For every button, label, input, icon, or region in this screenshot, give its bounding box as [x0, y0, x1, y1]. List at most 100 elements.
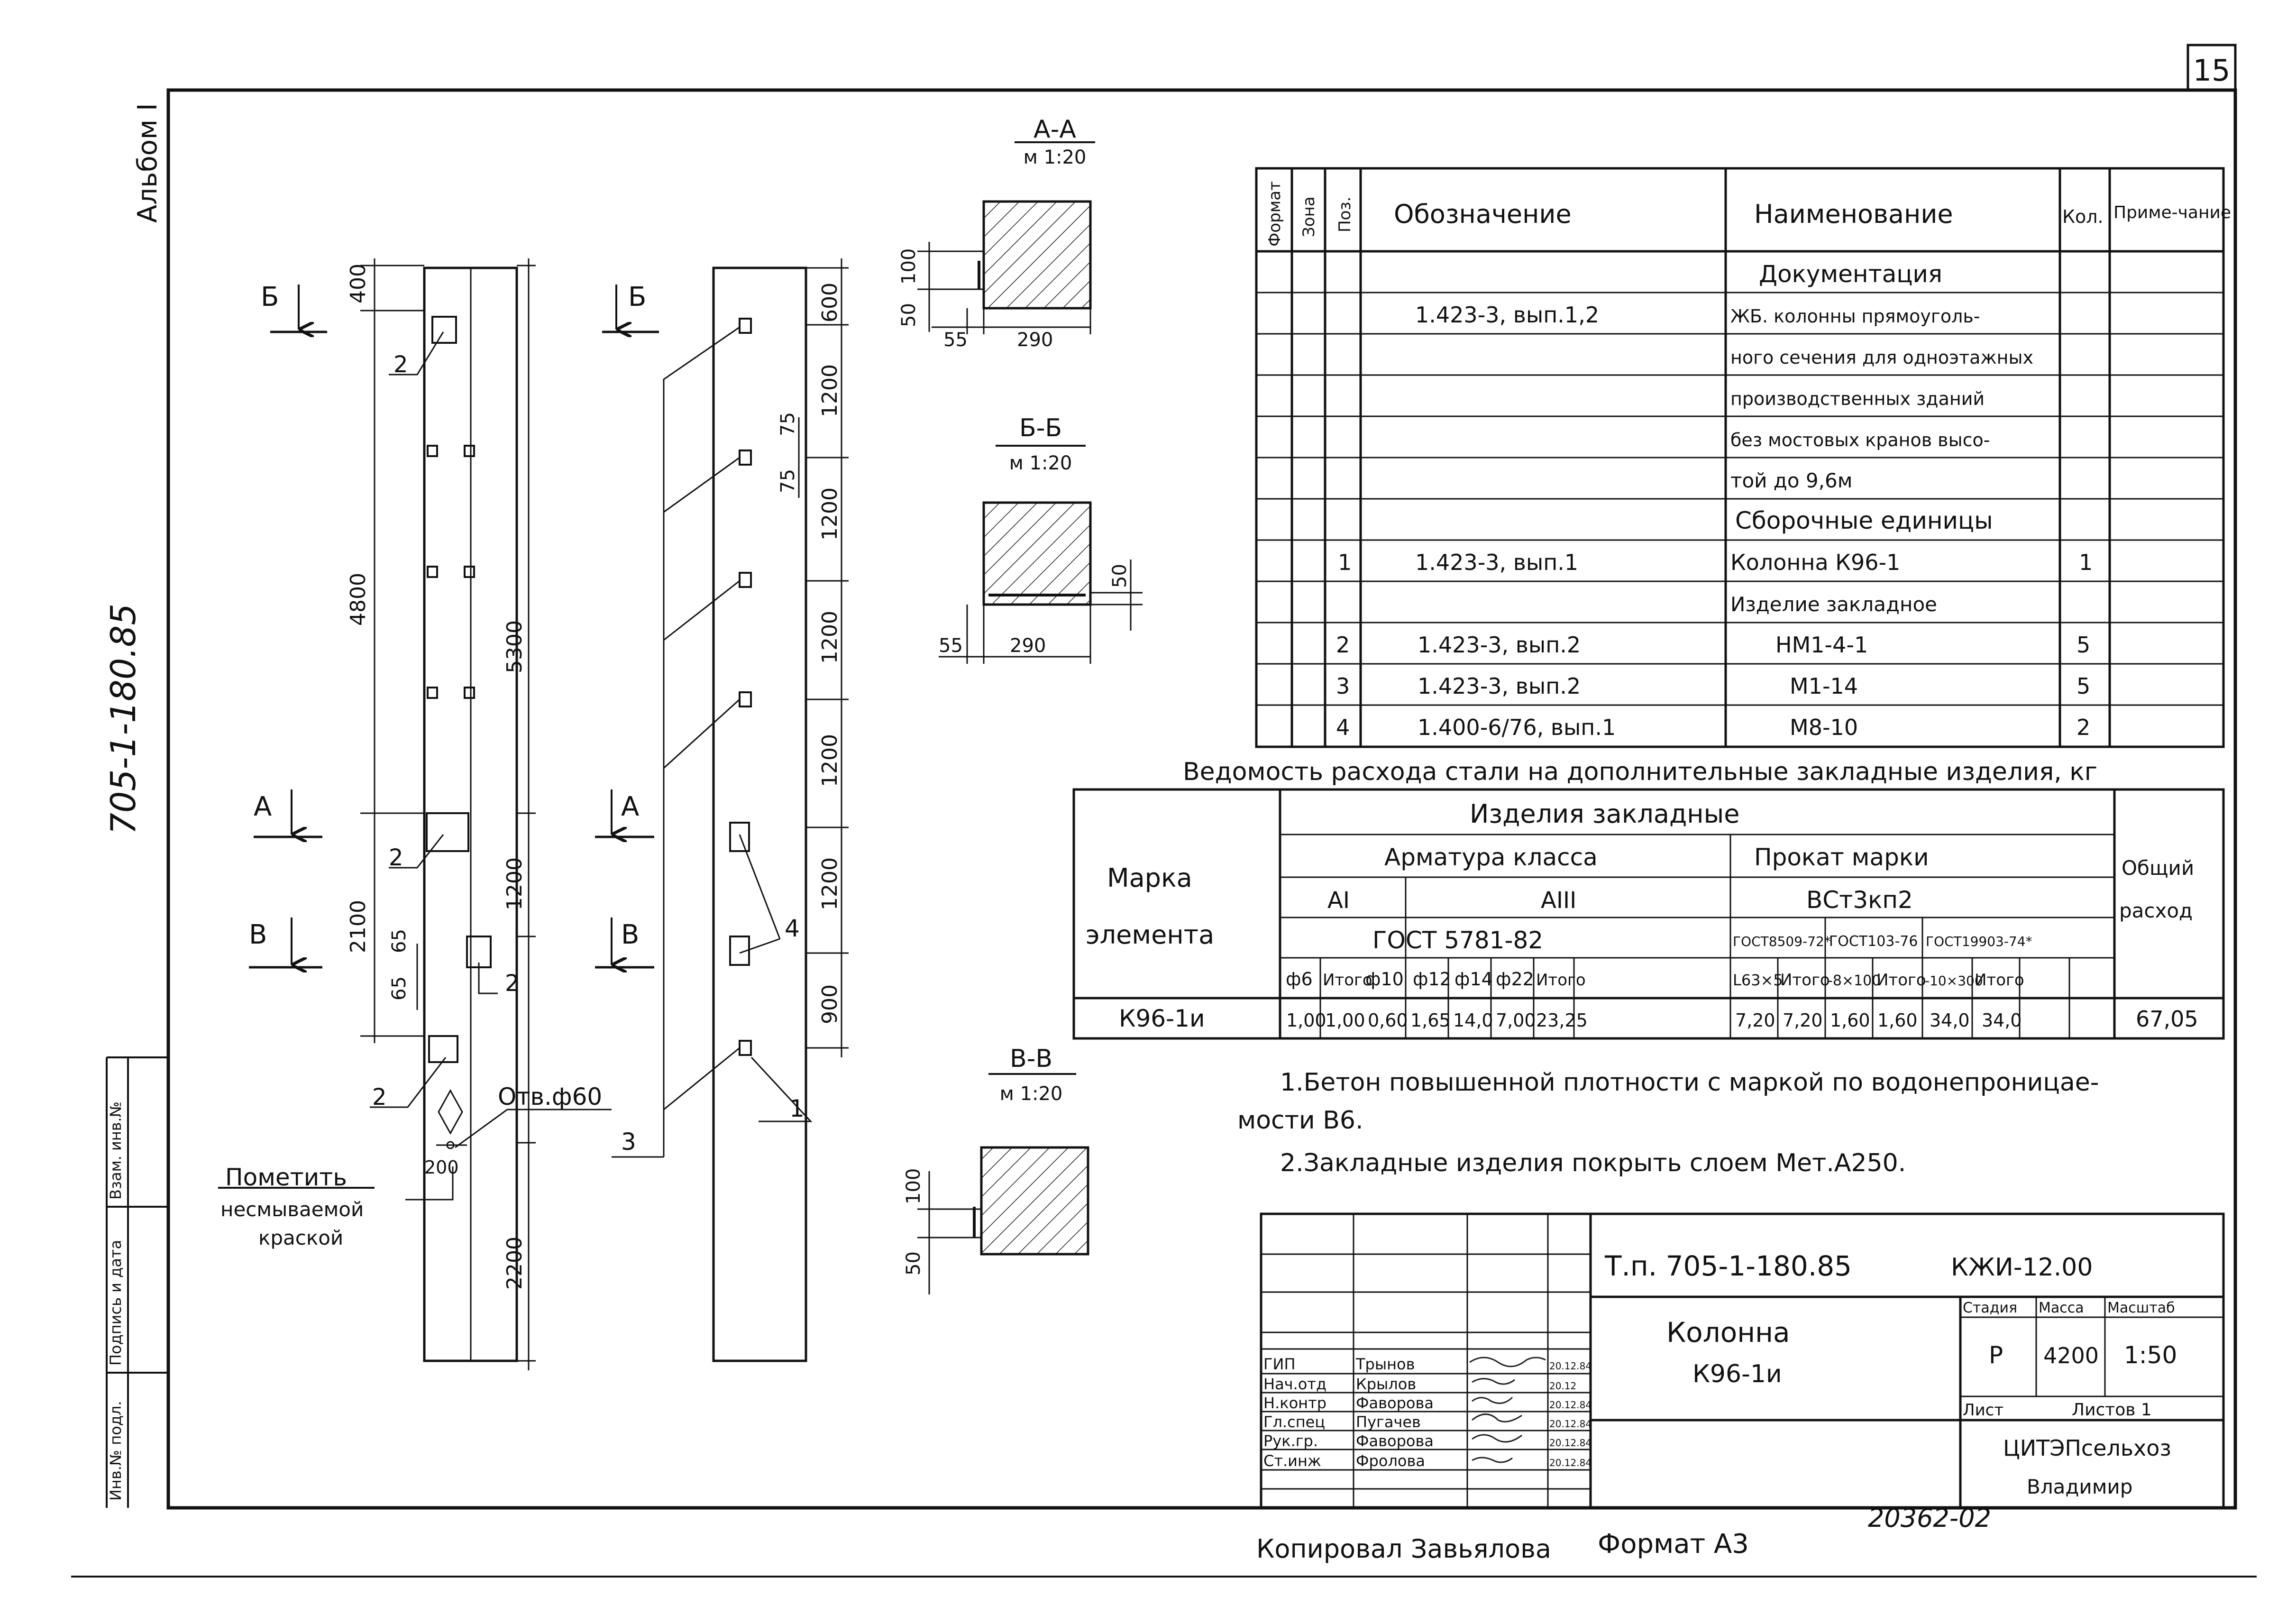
- steel-col-5: ф14: [1454, 969, 1493, 990]
- steel-col-7: Итого: [1536, 971, 1586, 990]
- section-mark-b-right: Б: [628, 282, 646, 312]
- tb-stage: Р: [1989, 1341, 2003, 1369]
- side-table-label-2: Подпись и дата: [107, 1240, 125, 1366]
- section-v-v: [917, 1073, 1089, 1294]
- steel-total-header-1: Общий: [2122, 856, 2194, 880]
- steel-col-9: Итого: [1780, 971, 1830, 990]
- tb-role-6: Ст.инж: [1263, 1452, 1321, 1470]
- section-a-dim-100: 100: [898, 248, 920, 284]
- section-mark-a-left: А: [254, 791, 272, 822]
- steel-gost-rolled-1: ГОСТ8509-72*: [1733, 934, 1831, 949]
- tb-date-3: 20.12.84: [1549, 1399, 1592, 1411]
- tb-sheet-label: Лист: [1963, 1401, 2003, 1420]
- sv-dim-1200-1: 1200: [818, 364, 842, 417]
- dim-65-b: 65: [388, 976, 410, 1000]
- column-side-view: [612, 258, 849, 1362]
- dim-2100: 2100: [346, 900, 370, 953]
- sv-dim-75-a: 75: [777, 412, 799, 436]
- spec-row-10-name: НМ1-4-1: [1775, 632, 1868, 658]
- steel-gost-rolled-2: ГОСТ103-76: [1829, 933, 1918, 950]
- tb-sheets-label: Листов 1: [2072, 1400, 2152, 1420]
- spec-row-5-name: без мостовых кранов высо-: [1730, 430, 1990, 450]
- steel-val-9: 7,20: [1783, 1010, 1823, 1031]
- dim-1200: 1200: [503, 857, 527, 910]
- spec-row-11-code: 1.423-3, вып.2: [1418, 673, 1581, 699]
- dim-4800: 4800: [346, 573, 370, 626]
- spec-row-10-code: 1.423-3, вып.2: [1418, 632, 1581, 658]
- section-b-dim-55: 55: [939, 635, 963, 657]
- title-block-grid: [1260, 1212, 2225, 1509]
- tb-name-p6: Фролова: [1356, 1452, 1425, 1470]
- spec-row-9-name: Изделие закладное: [1730, 593, 1937, 616]
- tb-sheet-code: КЖИ-12.00: [1951, 1253, 2093, 1282]
- section-v-dim-100: 100: [903, 1168, 924, 1204]
- section-v-dim-50: 50: [903, 1251, 924, 1275]
- tb-role-5: Рук.гр.: [1263, 1432, 1318, 1450]
- steel-mark-header-2: элемента: [1086, 920, 1214, 950]
- spec-row-8-qty: 1: [2079, 550, 2093, 575]
- steel-class-ai: АI: [1327, 887, 1350, 914]
- dim-200: 200: [424, 1157, 459, 1178]
- tb-stage-header: Стадия: [1963, 1300, 2017, 1316]
- tb-role-4: Гл.спец: [1263, 1413, 1325, 1431]
- steel-val-8: 7,20: [1735, 1010, 1775, 1031]
- steel-val-6: 7,00: [1496, 1010, 1536, 1031]
- section-v-scale: м 1:20: [1000, 1083, 1063, 1105]
- spec-row-11-qty: 5: [2076, 673, 2090, 699]
- tb-date-4: 20.12.84: [1549, 1418, 1592, 1430]
- spec-header-qty: Кол.: [2062, 206, 2104, 227]
- sv-dim-1200-2: 1200: [818, 487, 842, 541]
- steel-col-10: -8×100: [1828, 973, 1881, 989]
- section-v-title: В-В: [1010, 1045, 1052, 1073]
- spec-row-12-code: 1.400-6/76, вып.1: [1418, 715, 1616, 740]
- note-line-1: 1.Бетон повышенной плотности с маркой по…: [1280, 1068, 2099, 1097]
- steel-col-2: Итого: [1323, 971, 1372, 990]
- position-label-2b: 2: [389, 844, 403, 871]
- spec-header-zone: Зона: [1299, 196, 1318, 237]
- side-table: [106, 1056, 168, 1508]
- tb-scale: 1:50: [2124, 1341, 2177, 1369]
- spec-row-8-code: 1.423-3, вып.1: [1415, 550, 1578, 575]
- section-mark-v-left: В: [249, 919, 267, 950]
- spec-row-11-name: М1-14: [1790, 673, 1858, 699]
- mark-note-2: несмываемой: [220, 1198, 364, 1221]
- section-b-title: Б-Б: [1019, 414, 1062, 442]
- sv-dim-1200-5: 1200: [818, 857, 842, 910]
- section-a-dim-290: 290: [1017, 329, 1053, 351]
- tb-role-2: Нач.отд: [1263, 1375, 1326, 1393]
- steel-gost-rolled-3: ГОСТ19903-74*: [1926, 934, 2032, 949]
- steel-col-8: L63×5: [1733, 971, 1783, 989]
- spec-row-2-code: 1.423-3, вып.1,2: [1415, 302, 1599, 328]
- note-line-3: 2.Закладные изделия покрыть слоем Мет.А2…: [1280, 1149, 1906, 1177]
- tb-name-p1: Трынов: [1355, 1355, 1415, 1373]
- steel-title: Ведомость расхода стали на дополнительны…: [1183, 758, 2097, 786]
- spec-row-1-name: Документация: [1759, 260, 1942, 288]
- steel-val-4: 1,65: [1410, 1010, 1451, 1031]
- section-mark-v-right: В: [621, 919, 639, 950]
- spec-row-10-pos: 2: [1336, 632, 1350, 658]
- mark-note-3: краской: [258, 1226, 343, 1249]
- tb-org-1: ЦИТЭПсельхоз: [2003, 1435, 2171, 1461]
- steel-row-mark: К96-1и: [1119, 1005, 1205, 1032]
- tb-project: Т.п. 705-1-180.85: [1604, 1250, 1852, 1282]
- spec-row-8-pos: 1: [1338, 550, 1352, 575]
- spec-row-7-name: Сборочные единицы: [1735, 507, 1993, 534]
- dim-5300: 5300: [503, 620, 527, 673]
- position-label-2a: 2: [393, 351, 408, 378]
- copied-by: Копировал Завьялова: [1256, 1534, 1551, 1564]
- steel-gost-rebar: ГОСТ 5781-82: [1372, 927, 1543, 954]
- steel-val-12: 34,0: [1930, 1010, 1970, 1031]
- section-a-dim-55: 55: [943, 329, 968, 351]
- hole-label: Отв.ф60: [498, 1083, 602, 1110]
- side-table-label-3: Взам. инв.№: [107, 1101, 125, 1200]
- tb-name-p3: Фаворова: [1356, 1394, 1434, 1412]
- section-a-dim-50: 50: [898, 303, 920, 327]
- spec-row-8-name: Колонна К96-1: [1730, 550, 1900, 575]
- position-label-4: 4: [785, 915, 800, 942]
- section-a-title: А-А: [1034, 115, 1076, 144]
- section-b-dim-290: 290: [1010, 635, 1046, 657]
- spec-row-6-name: той до 9,6м: [1730, 469, 1852, 492]
- steel-mark-header-1: Марка: [1107, 863, 1192, 893]
- tb-name-1: Колонна: [1666, 1316, 1790, 1349]
- steel-val-13: 34,0: [1982, 1010, 2022, 1031]
